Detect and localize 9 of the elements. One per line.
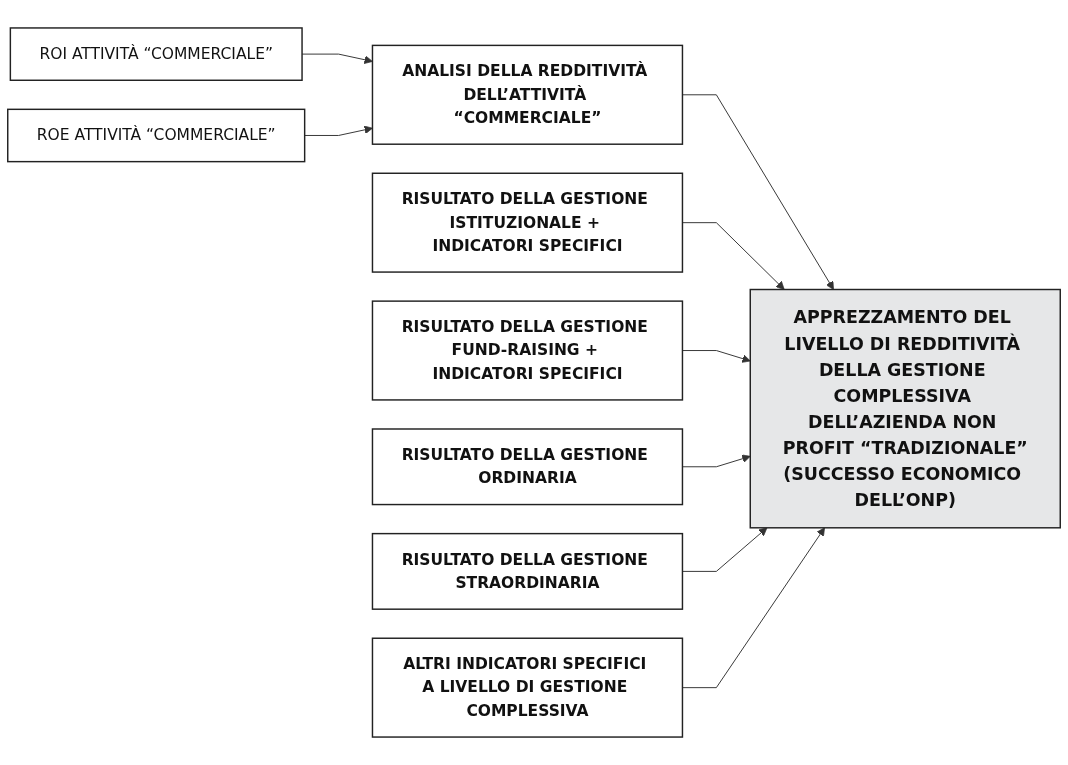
node-box: ANALISI DELLA REDDITIVITÀ DELL’ATTIVITÀ “COMMERCIALE” <box>371 44 684 145</box>
node-box: ROI ATTIVITÀ “COMMERCIALE” <box>9 27 303 81</box>
node-box: RISULTATO DELLA GESTIONE ISTITUZIONALE + INDICATORI SPECIFICI <box>371 172 684 273</box>
node-box: RISULTATO DELLA GESTIONE ORDINARIA <box>371 428 684 506</box>
node-box: RISULTATO DELLA GESTIONE FUND-RAISING + INDICATORI SPECIFICI <box>371 300 684 401</box>
node-box: ALTRI INDICATORI SPECIFICI A LIVELLO DI GESTIONE COMPLESSIVA <box>371 637 684 738</box>
node-box: ROE ATTIVITÀ “COMMERCIALE” <box>7 108 306 163</box>
node-box: RISULTATO DELLA GESTIONE STRAORDINARIA <box>371 532 684 610</box>
node-box: APPREZZAMENTO DEL LIVELLO DI REDDITIVITÀ DELLA GESTIONE COMPLESSIVA DELL’AZIENDA NON PROFIT “TRADIZIONALE” (SUCCESSO ECONOMICO DELL’ONP) <box>749 288 1061 529</box>
